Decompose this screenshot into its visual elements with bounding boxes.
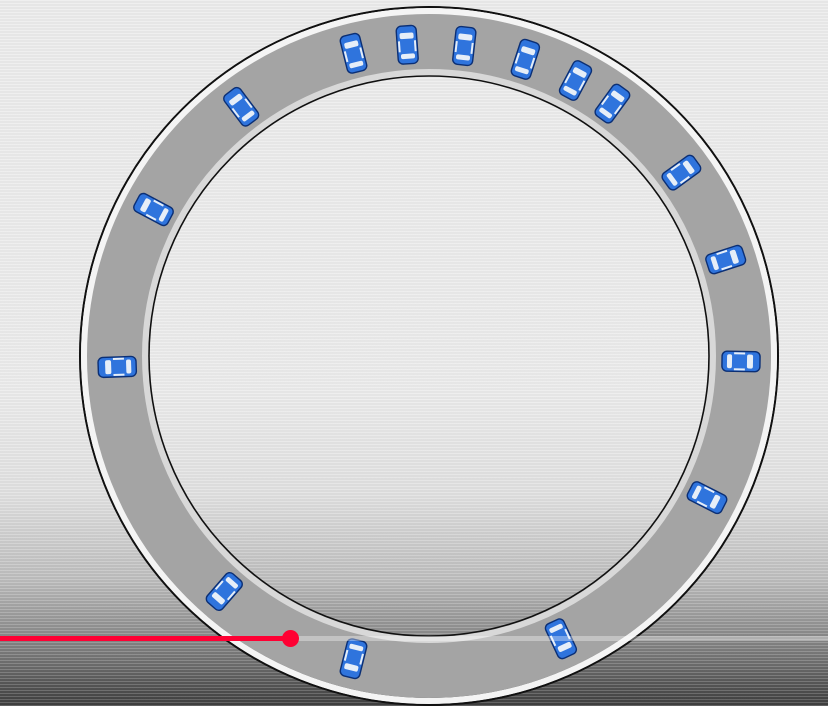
asphalt-ring <box>87 14 771 698</box>
car-13 <box>205 571 243 612</box>
inner-shoulder <box>142 69 716 643</box>
car-6 <box>594 83 631 124</box>
car-12 <box>339 638 368 680</box>
car-11 <box>544 618 578 660</box>
cars-layer <box>97 24 761 680</box>
car-16 <box>223 86 260 127</box>
car-8 <box>705 244 747 275</box>
car-4 <box>510 38 541 80</box>
car-7 <box>661 154 702 191</box>
car-1 <box>452 25 477 67</box>
car-9 <box>721 350 761 373</box>
progress-played <box>0 636 290 641</box>
car-3 <box>339 32 368 74</box>
car-5 <box>558 60 593 101</box>
outer-shoulder-band <box>81 8 777 704</box>
car-2 <box>395 24 419 65</box>
car-10 <box>686 481 728 515</box>
inner-edge-line <box>148 75 710 637</box>
outer-edge-line <box>79 6 779 706</box>
video-progress-bar[interactable] <box>0 630 828 647</box>
road-layer <box>79 6 779 706</box>
car-15 <box>133 192 174 227</box>
progress-scrubber-handle[interactable] <box>281 630 299 647</box>
car-14 <box>97 355 138 379</box>
